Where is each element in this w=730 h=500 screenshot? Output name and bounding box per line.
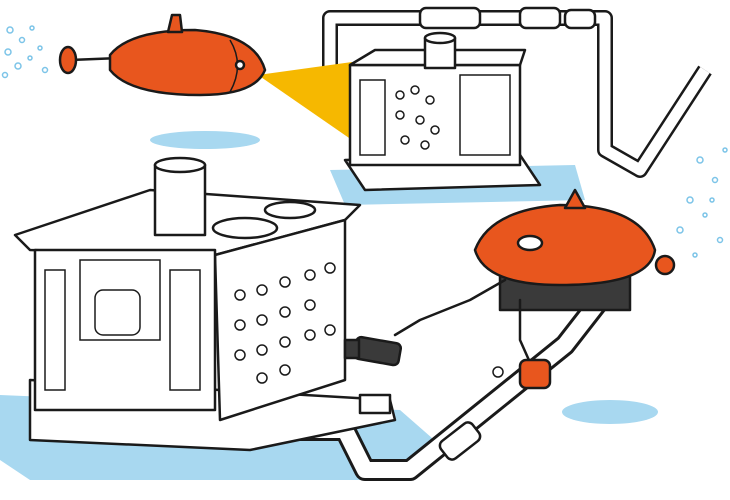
gripper-tool	[343, 335, 403, 367]
light-beam	[258, 62, 352, 140]
bubbles-right	[666, 147, 728, 269]
valve-panel	[234, 262, 336, 384]
subsea-module-small	[343, 31, 542, 192]
bubbles-left	[1, 25, 49, 79]
autonomous-underwater-vehicle	[58, 13, 267, 97]
subsea-module-large	[13, 156, 397, 452]
remotely-operated-vehicle	[343, 188, 676, 390]
pipeline-top	[322, 6, 712, 178]
